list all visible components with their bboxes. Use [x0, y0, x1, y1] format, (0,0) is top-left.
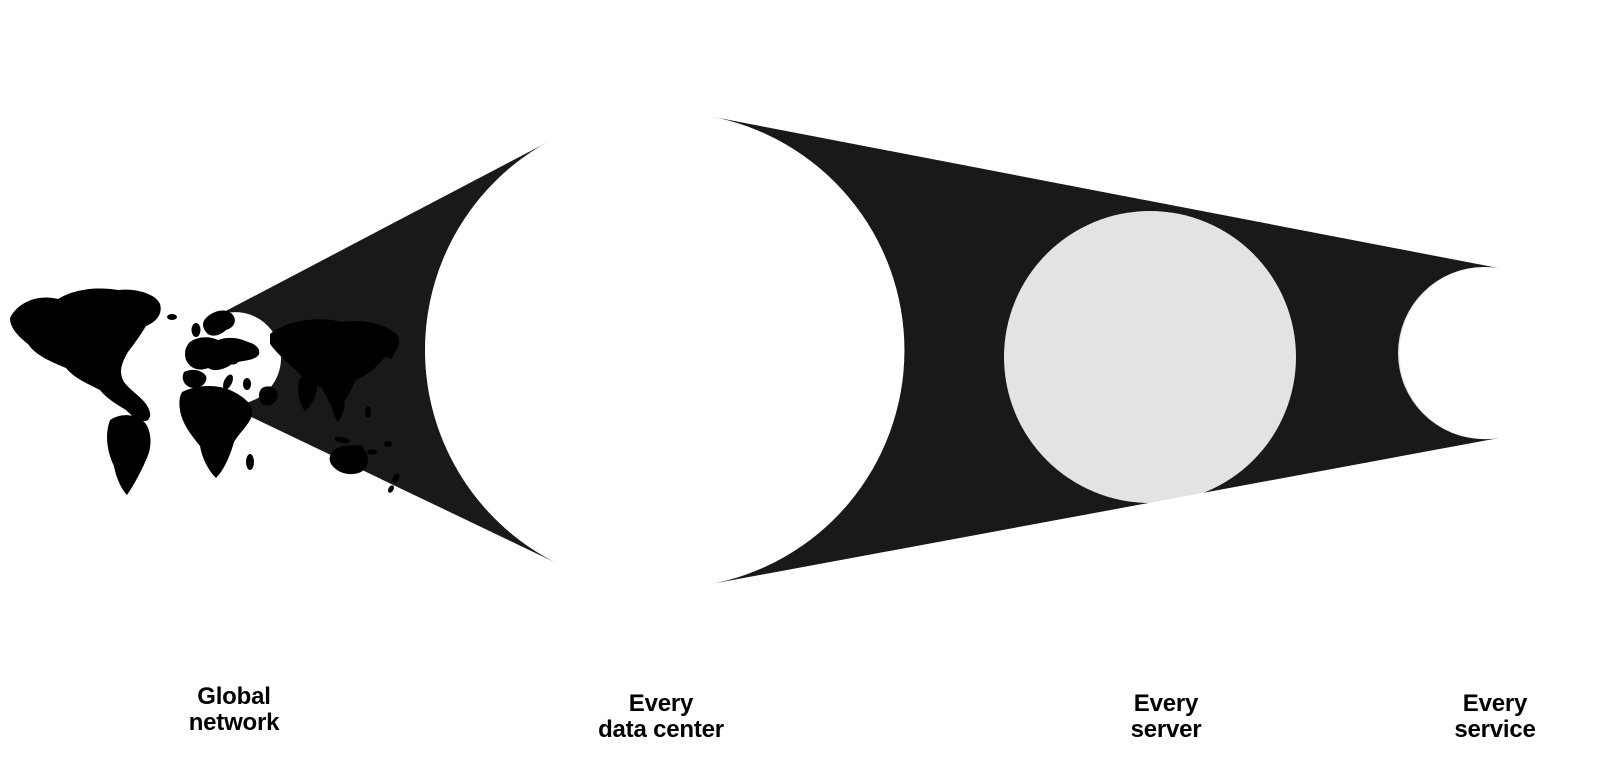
- label-every-service: Every service: [1454, 690, 1536, 743]
- label-global-network: Global network: [189, 684, 280, 736]
- mesh-network-icon: [1448, 321, 1527, 401]
- label-every-server: Every server: [1131, 691, 1202, 743]
- location-marker-dot: [226, 351, 240, 365]
- label-every-data-center: Every data center: [598, 691, 724, 743]
- server-circle: [1004, 211, 1296, 503]
- label-line: Every: [628, 690, 694, 717]
- label-line: Every: [1462, 690, 1528, 717]
- zoom-cone-map-to-datacenter: [213, 139, 560, 565]
- label-line: service: [1454, 716, 1536, 743]
- label-line: data center: [598, 716, 724, 743]
- label-line: server: [1130, 716, 1202, 743]
- label-line: network: [188, 709, 280, 736]
- datacenter-circle: [425, 112, 901, 588]
- label-line: Every: [1133, 690, 1199, 717]
- label-line: Global: [197, 683, 271, 710]
